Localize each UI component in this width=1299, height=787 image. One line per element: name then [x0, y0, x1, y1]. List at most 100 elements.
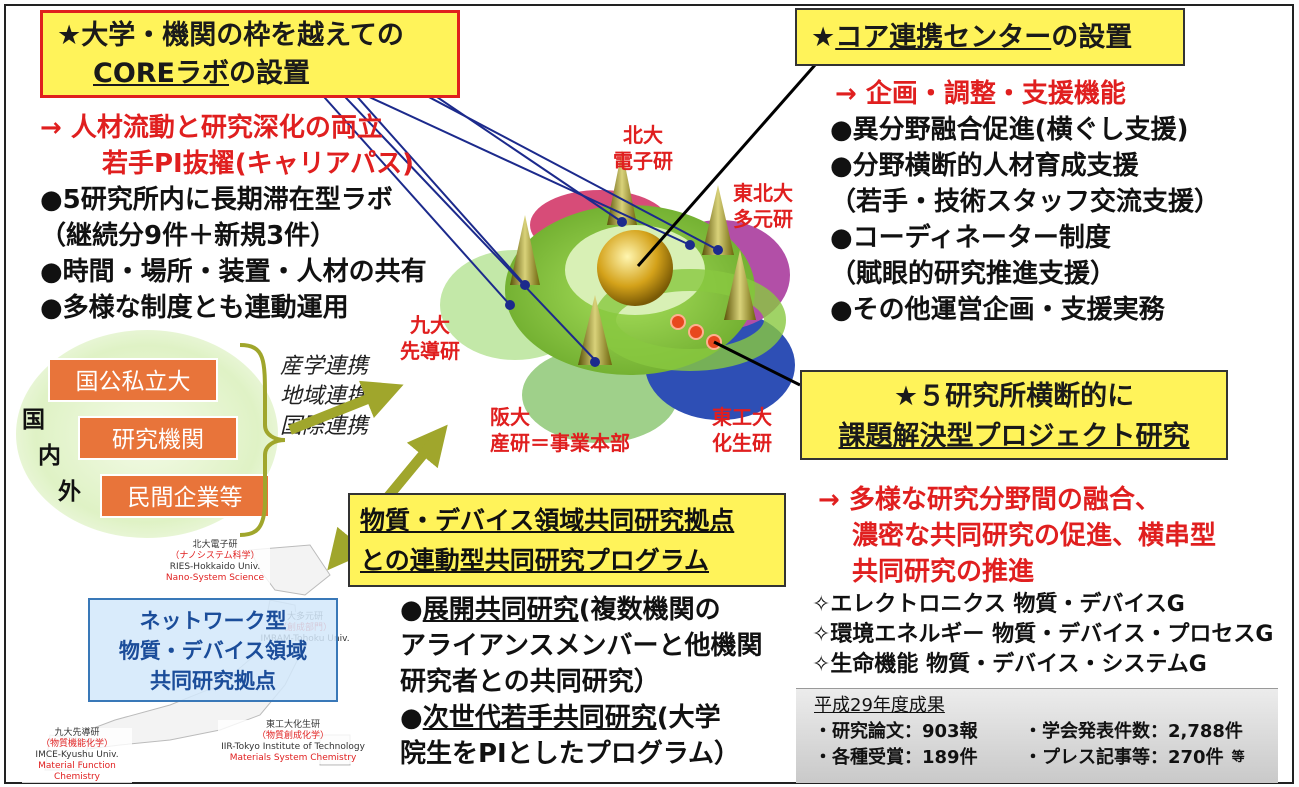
label-kyudai-univ: 九大: [410, 313, 450, 337]
program-line1: 物質・デバイス領域共同研究拠点: [360, 506, 735, 535]
label-kyudai: 九大 先導研: [395, 312, 465, 364]
label-handai-inst: 産研＝事業本部: [490, 431, 630, 455]
right-item-5: （賦眼的研究推進支援）: [830, 259, 1117, 289]
result-awards: ・各種受賞：189件: [814, 747, 978, 768]
network-hub-box: ネットワーク型 物質・デバイス領域 共同研究拠点: [88, 598, 338, 702]
joint-bullet-2: ●: [400, 703, 423, 733]
left-item-3: ●時間・場所・装置・人材の共有: [40, 257, 427, 287]
label-tokodai-inst: 化生研: [712, 431, 772, 455]
right-points: → 企画・調整・支援機能 ●異分野融合促進(横ぐし支援) ●分野横断的人材育成支…: [830, 76, 1290, 328]
map-hokudai-field: （ナノシステム科学）: [170, 551, 260, 561]
project-dots: [670, 314, 722, 350]
result-presentations: ・学会発表件数：2,788件: [1024, 721, 1243, 742]
result-papers: ・研究論文：903報: [814, 721, 978, 742]
group-electronics: ✧エレクトロニクス 物質・デバイスG: [812, 592, 1185, 617]
core-center-title: ★コア連携センターの設置: [795, 8, 1185, 66]
left-arrow-line1: → 人材流動と研究深化の両立: [40, 113, 383, 143]
right-arrow: → 企画・調整・支援機能: [835, 79, 1126, 109]
next-gen-joint-research-tail: (大学: [656, 703, 721, 733]
expanded-joint-line3: 研究者との共同研究）: [400, 667, 660, 697]
cone-hokudai: [607, 150, 637, 225]
label-hokudai-inst: 電子研: [613, 149, 673, 173]
label-handai: 阪大 産研＝事業本部: [490, 404, 670, 456]
group-life: ✧生命機能 物質・デバイス・システムG: [812, 652, 1207, 677]
core-center-tail: の設置: [1051, 22, 1133, 53]
domestic-char-1: 国: [22, 407, 45, 433]
label-kyudai-inst: 先導研: [400, 339, 460, 363]
left-item-4: ●多様な制度とも連動運用: [40, 293, 349, 323]
left-points: → 人材流動と研究深化の両立 若手PI抜擢(キャリアパス) ●5研究所内に長期滞…: [40, 110, 480, 326]
map-kyudai-name: 九大先導研: [54, 728, 100, 738]
map-kyudai-en-field: Material Function Chemistry: [38, 761, 116, 782]
network-line2: 物質・デバイス領域: [118, 639, 308, 663]
label-hokudai-univ: 北大: [623, 123, 663, 147]
core-lab-name: COREラボ: [93, 58, 230, 89]
label-tohoku-univ: 東北大: [733, 181, 793, 205]
left-item-2: （継続分9件＋新規3件）: [40, 221, 337, 251]
map-tokodai-field: （物質創成化学）: [256, 731, 329, 741]
map-kyudai-en: IMCE-Kyushu Univ.: [35, 750, 119, 760]
partners-brace: [239, 343, 286, 537]
map-tokodai-name: 東工大化生研: [265, 720, 320, 730]
map-hokudai-en: RIES-Hokkaido Univ.: [169, 562, 261, 572]
next-gen-joint-research: 次世代若手共同研究: [422, 703, 657, 733]
group-energy: ✧環境エネルギー 物質・デバイス・プロセスG: [812, 622, 1274, 647]
result-press: ・プレス記事等：270件: [1024, 747, 1224, 768]
left-arrow-line2: 若手PI抜擢(キャリアパス): [102, 149, 414, 179]
project-groups: ✧エレクトロニクス 物質・デバイスG ✧環境エネルギー 物質・デバイス・プロセス…: [812, 590, 1292, 680]
joint-bullet-1: ●: [400, 595, 423, 625]
right-item-3: （若手・技術スタッフ交流支援）: [830, 187, 1221, 217]
label-tohoku: 東北大 多元研: [728, 180, 798, 232]
cross-institute-project-box: ★５研究所横断的に 課題解決型プロジェクト研究: [800, 370, 1228, 460]
label-tokodai: 東工大 化生研: [702, 404, 782, 456]
cone-tohoku: [702, 185, 734, 255]
project-line1: ★５研究所横断的に: [893, 381, 1135, 412]
label-handai-univ: 阪大: [490, 405, 530, 429]
program-line2: との連動型共同研究プログラム: [360, 546, 710, 575]
fy29-results-box: 平成29年度成果 ・研究論文：903報 ・学会発表件数：2,788件 ・各種受賞…: [796, 688, 1278, 783]
network-line3: 共同研究拠点: [150, 669, 276, 693]
result-etc: 等: [1231, 750, 1245, 765]
core-network-diagram: [300, 44, 817, 443]
outer-frame: [4, 4, 1294, 784]
expanded-joint-research: 展開共同研究: [422, 595, 579, 625]
project-line2: 課題解決型プロジェクト研究: [838, 421, 1190, 452]
cone-kyudai: [510, 215, 540, 285]
core-center-star: ★: [811, 22, 836, 53]
link-industry: 産学連携: [280, 354, 369, 379]
project-pointer-line: [713, 340, 801, 387]
network-line1: ネットワーク型: [139, 609, 287, 633]
map-tokodai-en: IIR-Tokyo Institute of Technology: [221, 742, 365, 752]
left-item-1: ●5研究所内に長期滞在型ラボ: [40, 185, 393, 215]
domestic-char-3: 外: [58, 479, 81, 505]
map-label-tokodai: 東工大化生研 （物質創成化学） IIR-Tokyo Institute of T…: [218, 720, 368, 764]
project-arrow-2: 濃密な共同研究の促進、横串型: [852, 521, 1217, 551]
map-label-kyudai: 九大先導研 （物質機能化学） IMCE-Kyushu Univ. Materia…: [22, 728, 132, 783]
right-item-1: ●異分野融合促進(横ぐし支援): [830, 115, 1189, 145]
core-lab-title-tail: の設置: [229, 58, 311, 89]
map-hokudai-name: 北大電子研: [192, 540, 238, 550]
label-tohoku-inst: 多元研: [733, 207, 793, 231]
right-item-2: ●分野横断的人材育成支援: [830, 151, 1139, 181]
cone-handai: [578, 295, 612, 365]
project-points: → 多様な研究分野間の融合、 濃密な共同研究の促進、横串型 共同研究の推進: [818, 482, 1288, 590]
map-kyudai-field: （物質機能化学）: [40, 739, 113, 749]
joint-research-list: ●展開共同研究(複数機関の アライアンスメンバーと他機関 研究者との共同研究） …: [400, 592, 800, 772]
project-arrow-1: → 多様な研究分野間の融合、: [818, 485, 1161, 515]
center-pointer-line: [636, 64, 817, 267]
core-center-name: コア連携センター: [835, 22, 1052, 53]
partner-universities: 国公私立大: [48, 358, 218, 402]
next-gen-joint-line2: 院生をPIとしたプログラム）: [400, 739, 740, 769]
core-lab-title-line1: ★大学・機関の枠を越えての: [57, 20, 404, 51]
project-arrow-3: 共同研究の推進: [852, 557, 1035, 587]
map-tokodai-en-field: Materials System Chemistry: [229, 753, 357, 763]
label-hokudai: 北大 電子研: [608, 122, 678, 174]
cone-tokodai: [724, 250, 756, 320]
results-title: 平成29年度成果: [814, 695, 945, 716]
right-item-4: ●コーディネーター制度: [830, 223, 1111, 253]
map-label-hokudai: 北大電子研 （ナノシステム科学） RIES-Hokkaido Univ. Nan…: [160, 540, 270, 584]
core-lab-title: ★大学・機関の枠を越えての COREラボの設置: [40, 10, 460, 98]
partner-institutes: 研究機関: [78, 416, 238, 460]
domestic-char-2: 内: [38, 443, 61, 469]
